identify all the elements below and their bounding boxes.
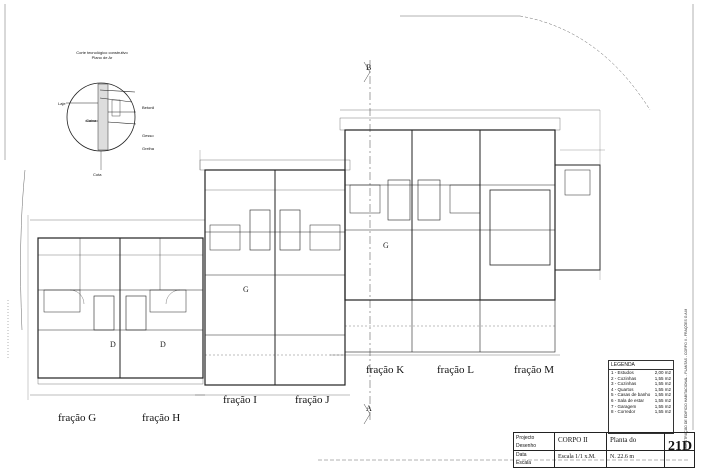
legend-item: 1 - Estudos 2,00 m2 [609, 370, 673, 376]
legend-item: 6 - Sala de estar 1,55 m2 [609, 398, 673, 404]
block-fractions-g-h [30, 219, 205, 396]
legend-item-name: 7 - Garagem [611, 403, 637, 409]
room-code: D [160, 340, 166, 349]
title-block-row: Escala [516, 460, 532, 466]
legend-item: 2 - Cozinhas 1,55 m2 [609, 376, 673, 382]
legend-item-area: 1,55 m2 [654, 392, 671, 398]
room-code: G [383, 241, 389, 250]
side-note: CONSTRUÇÃO DE EDIFÍCIO HABITACIONAL - PL… [684, 308, 688, 450]
planta-label: Planta do [610, 436, 637, 444]
legend-item: 3 - Cozinhas 1,55 m2 [609, 381, 673, 387]
legend-item: 7 - Garagem 1,55 m2 [609, 404, 673, 410]
detail-label: Cota [93, 172, 102, 177]
corpo-label: CORPO II [558, 436, 588, 444]
legend-item-area: 1,55 m2 [654, 409, 671, 415]
legend-item-name: 5 - Casas de banho [611, 392, 651, 398]
room-code: G [243, 285, 249, 294]
detail-caption: Corte tecnológico construtivo Plano de A… [72, 50, 132, 60]
site-boundary [4, 4, 694, 461]
fraction-label-j: fração J [295, 394, 330, 406]
title-block-row: Projecto [516, 435, 535, 441]
section-marker-top: B [366, 63, 372, 72]
legend-item-area: 1,55 m2 [654, 397, 671, 403]
fraction-label-h: fração H [142, 412, 181, 424]
fraction-label-l: fração L [437, 364, 474, 376]
dimension-lines [27, 110, 605, 400]
legend-item-area: 1,55 m2 [654, 403, 671, 409]
legend-item-name: 2 - Cozinhas [611, 375, 637, 381]
fraction-label-m: fração M [514, 364, 555, 376]
room-code: D [110, 340, 116, 349]
legend-item-area: 1,55 m2 [654, 381, 671, 387]
legend-item-name: 6 - Sala de estar [611, 397, 645, 403]
detail-caption-line1: Corte tecnológico construtivo [76, 50, 128, 55]
title-block-row: Data [516, 452, 527, 458]
legend-item: 4 - Quartos 1,55 m2 [609, 387, 673, 393]
detail-label: Laje [58, 101, 66, 106]
detail-label: Betonil [142, 105, 155, 110]
legend-item-name: 8 - Corredor [611, 409, 636, 415]
section-marker-bottom: A [366, 404, 372, 413]
legend-item-name: 4 - Quartos [611, 386, 634, 392]
detail-caption-line2: Plano de Ar [91, 55, 113, 60]
title-block-row: Desenho [516, 443, 537, 449]
title-block: Projecto Desenho Data Escala CORPO II Es… [513, 432, 695, 468]
legend-item: 8 - Corredor 1,55 m2 [609, 409, 673, 415]
sheet-number: 21D [668, 439, 693, 454]
legend-item-area: 2,00 m2 [654, 370, 671, 375]
fraction-label-i: fração I [223, 394, 257, 406]
legend-item-area: 1,55 m2 [654, 386, 671, 392]
detail-label: Gesso [142, 133, 154, 138]
detail-label: Caixa [86, 118, 97, 123]
fraction-label-k: fração K [366, 364, 405, 376]
legend-title: LEGENDA [609, 361, 673, 370]
legend-item-name: 1 - Estudos [611, 370, 634, 375]
block-fractions-k-l-m [330, 109, 601, 356]
section-line [363, 60, 371, 425]
construction-detail [66, 82, 137, 170]
block-fractions-i-j [195, 159, 351, 396]
legend-item-area: 1,55 m2 [654, 375, 671, 381]
detail-label: Grelha [142, 146, 155, 151]
numero-label: N. 22.6 m [610, 454, 634, 460]
escala-label: Escala 1/1 x.M. [558, 454, 596, 460]
room-codes: D G G D [110, 241, 389, 349]
legend-item-name: 3 - Cozinhas [611, 381, 637, 387]
fraction-label-g: fração G [58, 412, 97, 424]
